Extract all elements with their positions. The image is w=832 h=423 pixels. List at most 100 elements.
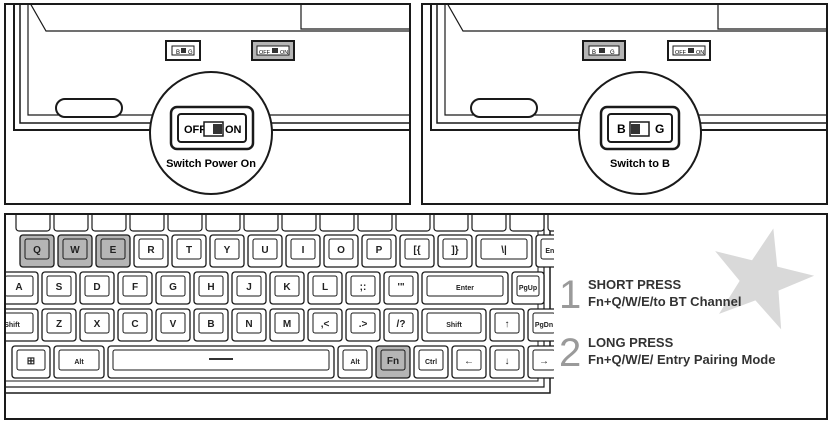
key-label: ⊞ [27, 356, 35, 367]
small-power-left-label: OFF [675, 50, 687, 56]
key-label: Q [33, 245, 41, 256]
keycap-partial [243, 215, 279, 232]
key-1-9: ;: [345, 271, 381, 305]
key-1-0: A [6, 271, 39, 305]
key-2-11: Shift [421, 308, 487, 342]
key-0-9: P [361, 234, 397, 268]
key-2-8: ,< [307, 308, 343, 342]
bt-switch-panel: B G OFF ON B G Switch to B [421, 3, 828, 205]
small-bt-left-label: B [592, 50, 596, 56]
key-label: Ctrl [425, 359, 437, 366]
key-0-4: T [171, 234, 207, 268]
key-0-8: O [323, 234, 359, 268]
key-2-3: C [117, 308, 153, 342]
key-3-6: ← [451, 345, 487, 379]
power-caption: Switch Power On [166, 158, 256, 170]
key-0-7: I [285, 234, 321, 268]
key-label: End [545, 248, 554, 255]
key-0-1: W [57, 234, 93, 268]
key-label: Y [224, 245, 231, 256]
keycap-partial [433, 215, 469, 232]
key-1-2: D [79, 271, 115, 305]
key-label: D [93, 282, 100, 293]
key-label: U [261, 245, 268, 256]
key-3-3: Alt [337, 345, 373, 379]
bt-switch-illustration: B G OFF ON B G Switch to B [430, 5, 826, 195]
key-label: L [322, 282, 328, 293]
key-label: R [147, 245, 155, 256]
key-0-10: [{ [399, 234, 435, 268]
key-3-4: Fn [375, 345, 411, 379]
key-2-13: PgDn [527, 308, 554, 342]
pairing-panel: QWERTYUIOP[{]}\|EndASDFGHJKL;:'"EnterPgU… [4, 213, 828, 420]
key-2-9: .> [345, 308, 381, 342]
key-0-5: Y [209, 234, 245, 268]
key-label: Alt [350, 359, 360, 366]
key-0-13: End [535, 234, 554, 268]
keycap-partial [319, 215, 355, 232]
keycap-partial [357, 215, 393, 232]
step-number: 2 [559, 331, 582, 375]
key-label: I [302, 245, 305, 256]
key-label: ↑ [505, 319, 510, 330]
key-2-6: N [231, 308, 267, 342]
power-switch-panel: B G OFF ON OFF ON Switch Power On [4, 3, 411, 205]
key-1-7: K [269, 271, 305, 305]
key-0-3: R [133, 234, 169, 268]
key-0-6: U [247, 234, 283, 268]
key-label: .> [359, 319, 368, 330]
key-label: P [376, 245, 383, 256]
step-title: SHORT PRESS [588, 277, 682, 292]
key-label: → [539, 356, 549, 367]
key-label: ← [464, 356, 474, 367]
key-3-0: ⊞ [11, 345, 51, 379]
bt-caption: Switch to B [610, 158, 670, 170]
key-label: Fn [387, 356, 399, 367]
keycap-partial [395, 215, 431, 232]
key-2-1: Z [41, 308, 77, 342]
key-0-0: Q [19, 234, 55, 268]
oval-foot [55, 98, 123, 118]
key-space [107, 345, 335, 379]
zoom-power-on-label: ON [225, 124, 242, 136]
key-label: Enter [456, 285, 474, 292]
key-1-10: '" [383, 271, 419, 305]
step-description: Fn+Q/W/E/ Entry Pairing Mode [588, 352, 776, 367]
key-label: ;: [360, 282, 367, 293]
keycap-partial [509, 215, 545, 232]
zoom-bt-g-label: G [655, 122, 664, 136]
key-label: ,< [321, 319, 330, 330]
small-power-switch: OFF ON [667, 40, 711, 61]
key-3-5: Ctrl [413, 345, 449, 379]
key-label: [{ [413, 245, 420, 256]
keycap-partial [129, 215, 165, 232]
key-2-4: V [155, 308, 191, 342]
key-2-10: /? [383, 308, 419, 342]
keycap-partial [205, 215, 241, 232]
key-3-1: Alt [53, 345, 105, 379]
key-label: Shift [446, 322, 462, 329]
step-description: Fn+Q/W/E/to BT Channel [588, 294, 742, 309]
key-label: /? [397, 319, 406, 330]
key-label: Shift [6, 322, 20, 329]
key-label: S [56, 282, 63, 293]
step-number: 1 [559, 273, 582, 317]
key-0-2: E [95, 234, 131, 268]
key-0-11: ]} [437, 234, 473, 268]
key-label: T [186, 245, 192, 256]
small-bt-left-label: B [176, 50, 180, 56]
small-bt-switch: B G [582, 40, 626, 61]
key-label: N [245, 319, 252, 330]
key-label: X [94, 319, 101, 330]
key-label: PgUp [519, 285, 537, 292]
key-label: G [169, 282, 177, 293]
key-3-7: ↓ [489, 345, 525, 379]
oval-foot [470, 98, 538, 118]
key-label: C [131, 319, 138, 330]
key-label: F [132, 282, 138, 293]
key-label: '" [397, 282, 404, 293]
keycap-partial [281, 215, 317, 232]
small-power-right-label: ON [696, 50, 704, 56]
key-1-12: PgUp [511, 271, 545, 305]
key-label: PgDn [535, 322, 553, 329]
